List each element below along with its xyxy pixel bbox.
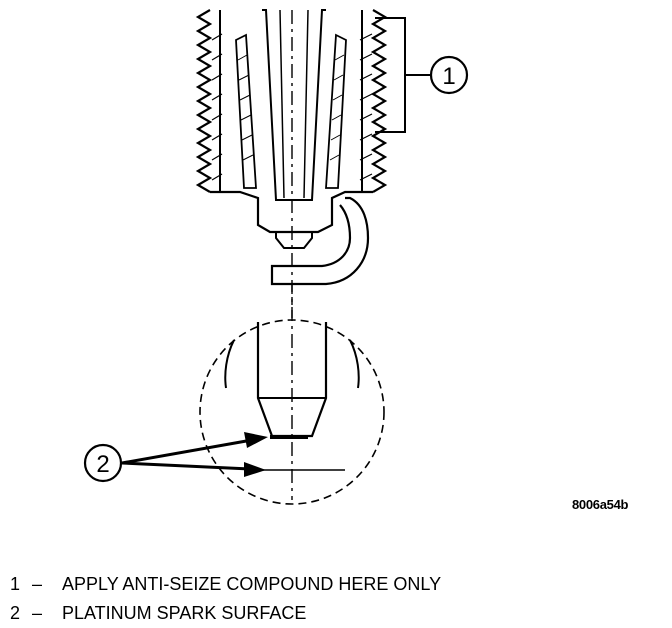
legend: 1–APPLY ANTI-SEIZE COMPOUND HERE ONLY 2–… bbox=[10, 570, 441, 628]
legend-number: 2 bbox=[10, 603, 21, 623]
ground-electrode bbox=[270, 196, 370, 286]
right-insulator-wedge bbox=[325, 33, 347, 189]
center-electrode-tip bbox=[275, 232, 313, 249]
figure-code: 8006a54b bbox=[572, 497, 629, 512]
legend-item: 2–PLATINUM SPARK SURFACE bbox=[10, 599, 441, 628]
left-thread-profile bbox=[195, 9, 213, 193]
svg-text:1: 1 bbox=[442, 63, 455, 90]
legend-separator: – bbox=[32, 603, 43, 623]
right-thread-profile bbox=[370, 9, 388, 193]
detail-magnifier-circle bbox=[199, 319, 385, 505]
center-insulator bbox=[262, 9, 326, 201]
legend-text: APPLY ANTI-SEIZE COMPOUND HERE ONLY bbox=[62, 574, 442, 594]
svg-text:2: 2 bbox=[96, 451, 109, 478]
callout-2: 2 bbox=[83, 443, 123, 483]
legend-item: 1–APPLY ANTI-SEIZE COMPOUND HERE ONLY bbox=[10, 570, 441, 599]
spark-plug-diagram: 1 2 bbox=[83, 9, 469, 505]
legend-text: PLATINUM SPARK SURFACE bbox=[62, 603, 307, 623]
detail-insulator bbox=[224, 339, 235, 389]
callout-1: 1 bbox=[429, 55, 469, 95]
legend-number: 1 bbox=[10, 574, 21, 594]
shell-bottom bbox=[210, 190, 373, 234]
left-insulator-wedge bbox=[235, 33, 257, 189]
right-thread-hatching bbox=[359, 33, 373, 181]
left-thread-hatching bbox=[211, 33, 223, 181]
callout-2-arrows bbox=[121, 432, 268, 477]
legend-separator: – bbox=[32, 574, 43, 594]
